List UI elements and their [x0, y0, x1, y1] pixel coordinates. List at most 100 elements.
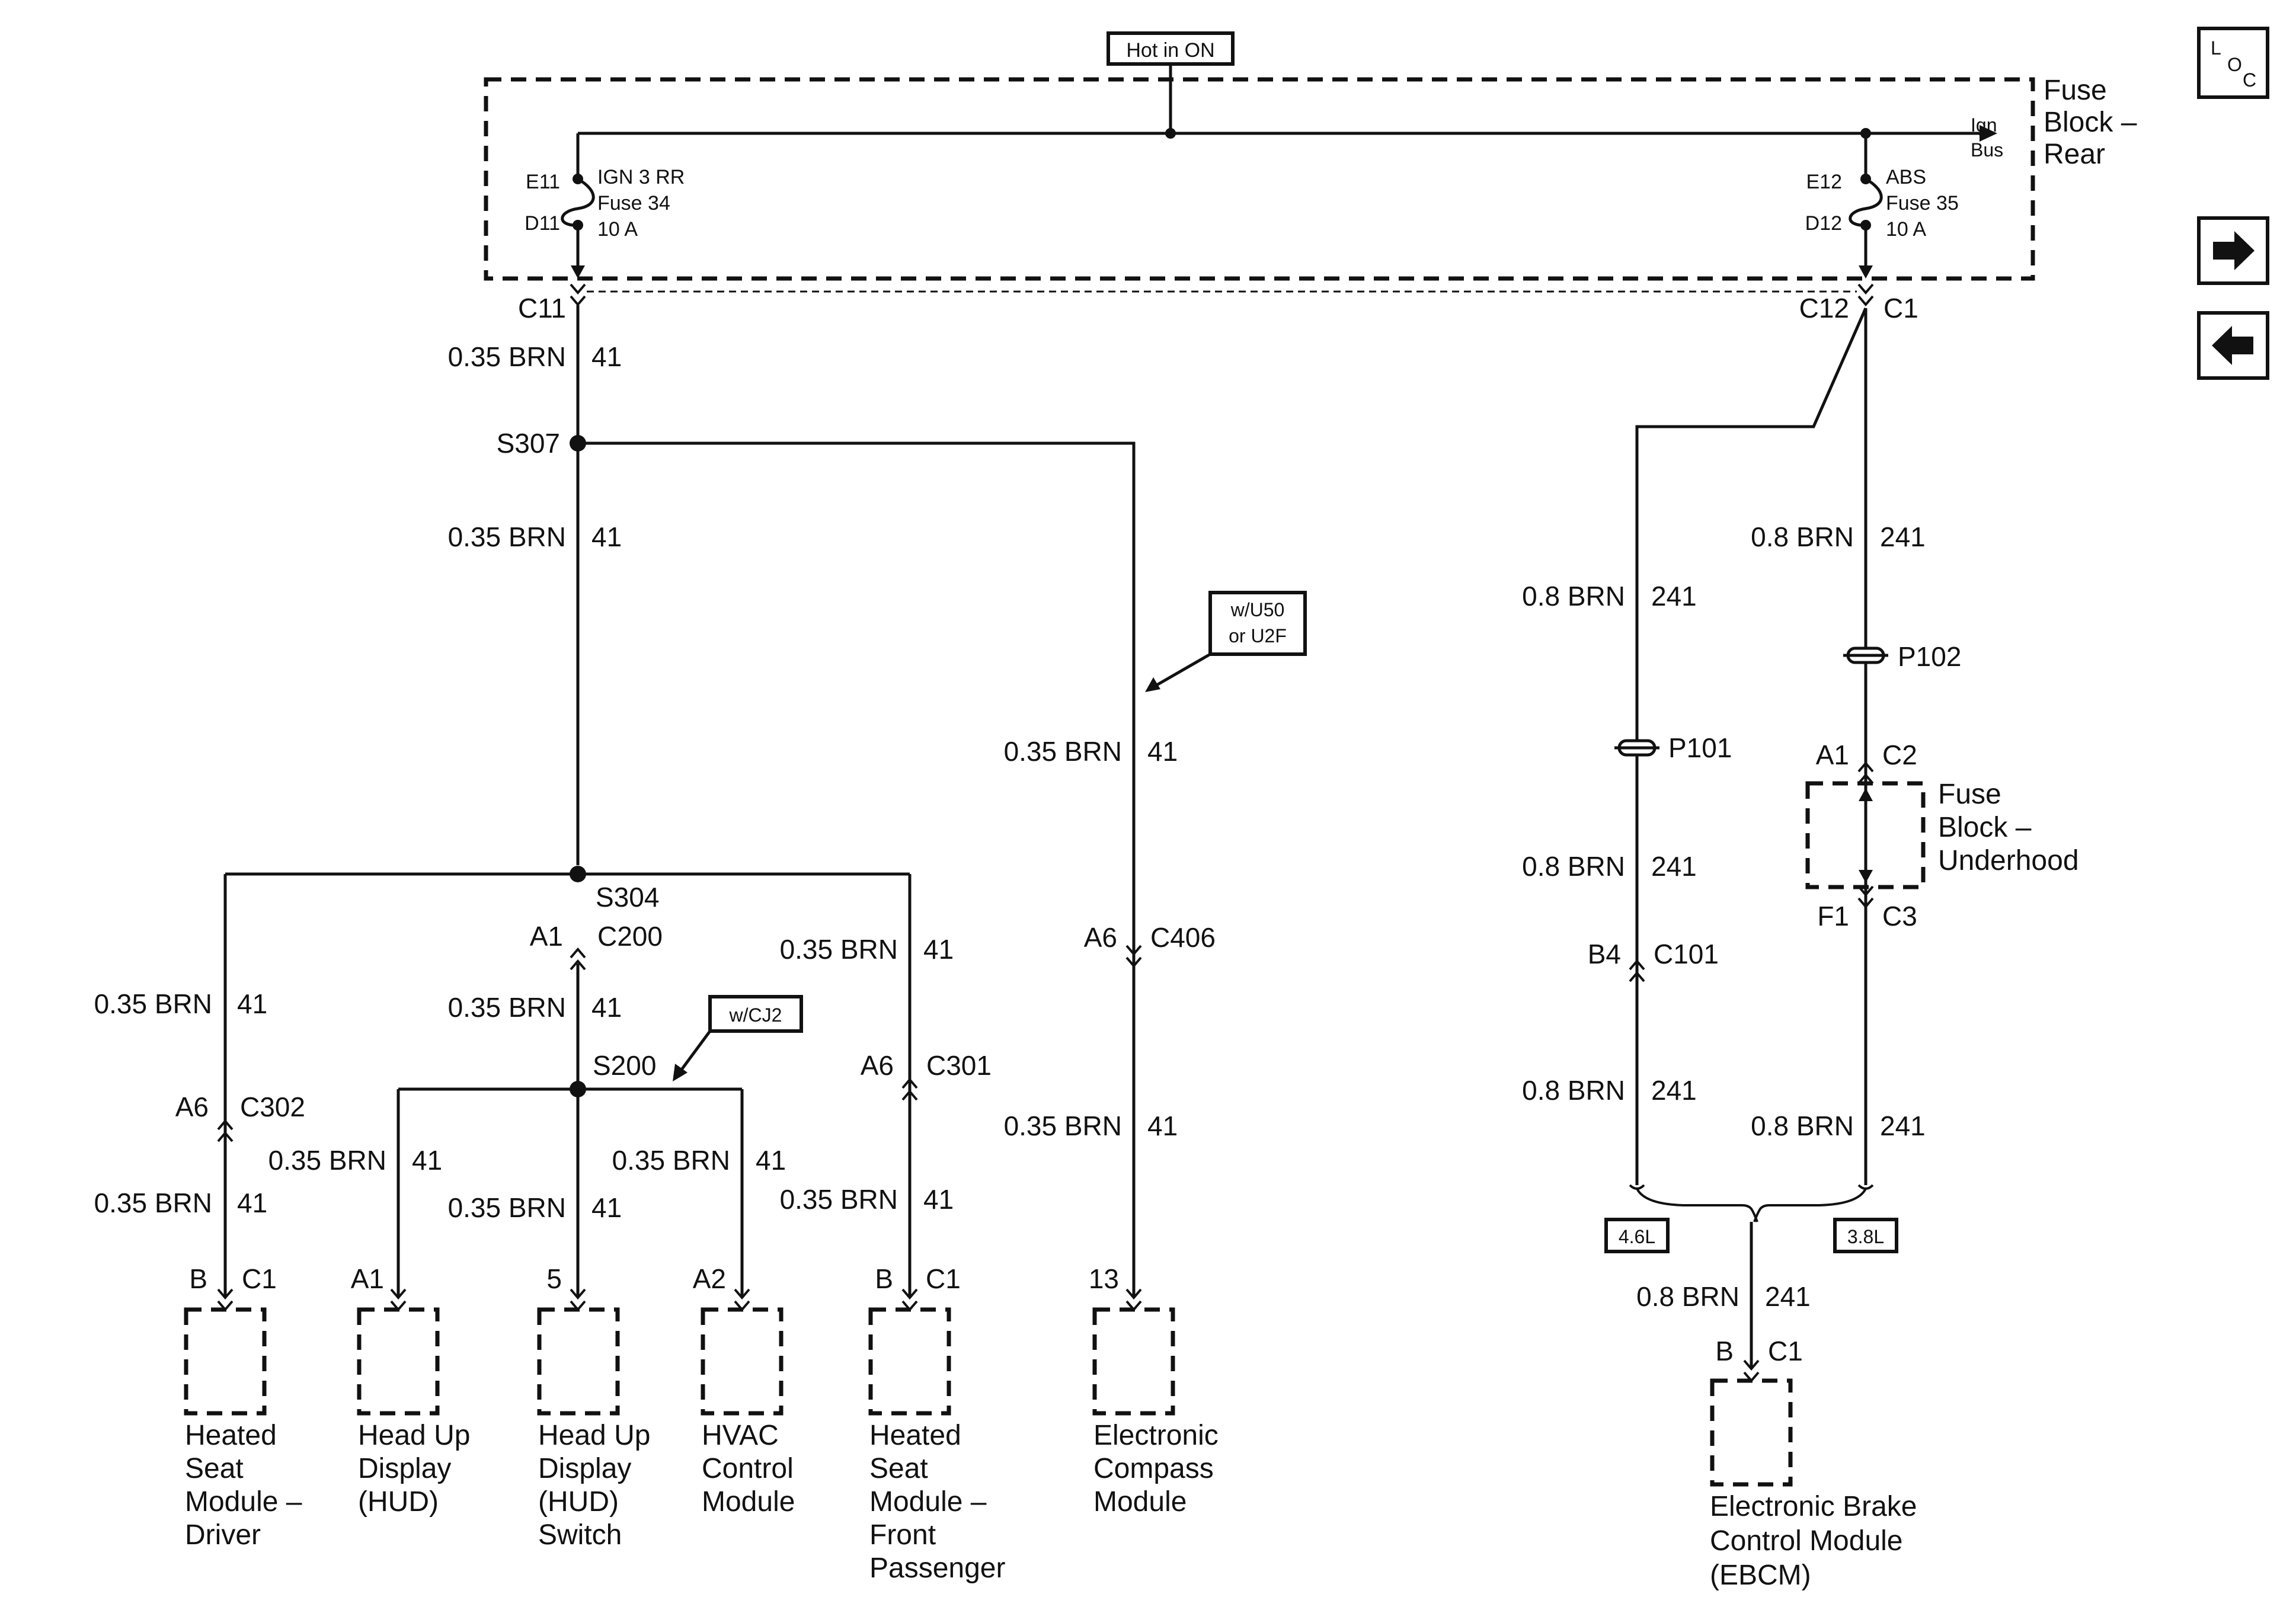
next-page-button[interactable] [2197, 216, 2269, 285]
hud-module-label: (HUD) [358, 1486, 439, 1518]
hot-in-on-label: Hot in ON [1126, 39, 1214, 62]
compass-branch-wire [578, 441, 1136, 1297]
driver-module-label: Module – [185, 1486, 302, 1518]
previous-page-button[interactable] [2197, 311, 2269, 380]
passenger-module-label: Seat [869, 1453, 928, 1484]
underhood-arrow-up-icon [1859, 788, 1873, 801]
fuse-block-rear-outline [484, 77, 2035, 281]
circuit-number: 241 [1651, 851, 1697, 882]
fuse35-top-pin: E12 [1806, 171, 1843, 193]
connector-c301-pin: A6 [861, 1050, 894, 1081]
ign-bus-label-line1: Ign [1971, 114, 1997, 136]
wire-label: 0.35 BRN [780, 934, 898, 965]
arrow-right-icon [2213, 231, 2255, 270]
circuit-number: 41 [1147, 736, 1178, 767]
driver-module-pin: B [189, 1263, 207, 1294]
fuse35-number: Fuse 35 [1886, 192, 1959, 215]
hud-module-pin: A1 [351, 1263, 384, 1294]
p102-label: P102 [1898, 641, 1961, 672]
wire-label: 0.35 BRN [780, 1184, 898, 1215]
fuse-block-rear-line1: Fuse [2044, 75, 2107, 106]
option-3-8l-label: 3.8L [1847, 1226, 1884, 1247]
hvac-module-pin: A2 [693, 1263, 726, 1294]
loc-letter-o: O [2227, 54, 2242, 75]
hud-switch-label: Switch [538, 1519, 622, 1551]
wire-label: 0.35 BRN [268, 1145, 386, 1176]
option-cj2-box [708, 995, 803, 1033]
option-u50-line2: or U2F [1229, 625, 1287, 646]
circuit-number: 41 [237, 1188, 267, 1218]
fuse-block-underhood-line2: Block – [1938, 812, 2032, 843]
circuit-number: 241 [1880, 521, 1926, 552]
connector-c406-label: C406 [1150, 922, 1216, 953]
wire-label: 0.35 BRN [448, 992, 566, 1023]
option-4-6l-box [1604, 1218, 1670, 1253]
ebcm-pin: B [1715, 1336, 1734, 1366]
connector-c101-pin: B4 [1588, 939, 1621, 969]
ebcm-label: Electronic Brake [1710, 1491, 1917, 1522]
hud-switch-pin: 5 [546, 1263, 562, 1294]
connector-c302-pin: A6 [175, 1092, 209, 1122]
option-cj2-label: w/CJ2 [729, 1004, 782, 1026]
circuit-number: 41 [591, 341, 622, 372]
compass-module-label: Compass [1093, 1453, 1214, 1484]
circuit-number: 41 [591, 521, 622, 552]
hud-switch-label: Display [538, 1453, 631, 1484]
circuit-number: 41 [756, 1145, 786, 1176]
connector-c3-pin: F1 [1817, 901, 1849, 932]
fuse35-rating: 10 A [1886, 218, 1926, 241]
pass-through-p101-icon [1614, 739, 1659, 757]
circuit-number: 241 [1765, 1281, 1811, 1312]
wire-label: 0.35 BRN [1004, 736, 1122, 767]
ign-bus-arrow-icon [1980, 125, 1997, 142]
fuse34-bottom-pin: D11 [525, 212, 560, 235]
connector-c101-label: C101 [1654, 939, 1719, 969]
module-hud [357, 1288, 440, 1416]
compass-module-pin: 13 [1089, 1263, 1119, 1294]
wire-label: 0.35 BRN [448, 341, 566, 372]
fuse34-number: Fuse 34 [597, 192, 670, 215]
driver-module-label: Heated [185, 1420, 277, 1451]
fuse-block-underhood-line3: Underhood [1938, 845, 2079, 876]
ign-bus-label-line2: Bus [1971, 139, 2003, 161]
driver-module-label: Seat [185, 1453, 244, 1484]
connector-c200-pin: A1 [530, 921, 563, 952]
connector-c11-label: C11 [518, 293, 566, 324]
hvac-module-label: HVAC [702, 1420, 779, 1451]
module-electronic-compass [1092, 1288, 1175, 1416]
circuit-number: 241 [1880, 1110, 1926, 1141]
module-hvac [701, 1288, 784, 1416]
module-heated-seat-driver [184, 1288, 267, 1416]
wire-label: 0.35 BRN [448, 1192, 566, 1223]
circuit-number: 241 [1651, 581, 1697, 612]
option-cj2-arrow-icon [673, 1064, 687, 1081]
underhood-arrow-down-icon [1859, 870, 1873, 883]
p101-label: P101 [1668, 732, 1732, 763]
wire-label: 0.8 BRN [1522, 851, 1625, 882]
connector-c200-label: C200 [597, 921, 663, 952]
option-cj2-pointer [680, 1030, 712, 1071]
location-view-button[interactable]: L O C [2197, 27, 2269, 99]
circuit-number: 41 [923, 934, 954, 965]
connector-c301-label: C301 [926, 1050, 992, 1081]
hvac-module-label: Control [702, 1453, 794, 1484]
fuse34-top-pin: E11 [526, 171, 560, 193]
wire-label: 0.35 BRN [448, 521, 566, 552]
compass-module-label: Module [1093, 1486, 1187, 1518]
fuse34-name: IGN 3 RR [597, 166, 685, 188]
pass-through-p102-icon [1843, 646, 1888, 664]
circuit-number: 241 [1651, 1075, 1697, 1106]
circuit-number: 41 [591, 1192, 622, 1223]
option-merge-bracket [1629, 1184, 1874, 1222]
wire-label: 0.8 BRN [1751, 521, 1854, 552]
option-u50-pointer [1155, 652, 1211, 687]
driver-module-label: Driver [185, 1519, 261, 1551]
loc-letter-c: C [2243, 69, 2256, 91]
module-ebcm [1710, 1359, 1793, 1487]
circuit-number: 41 [1147, 1110, 1178, 1141]
option-3-8l-box [1833, 1218, 1898, 1253]
circuit-number: 41 [923, 1184, 954, 1215]
passenger-module-label: Front [869, 1519, 936, 1551]
circuit-number: 41 [412, 1145, 442, 1176]
